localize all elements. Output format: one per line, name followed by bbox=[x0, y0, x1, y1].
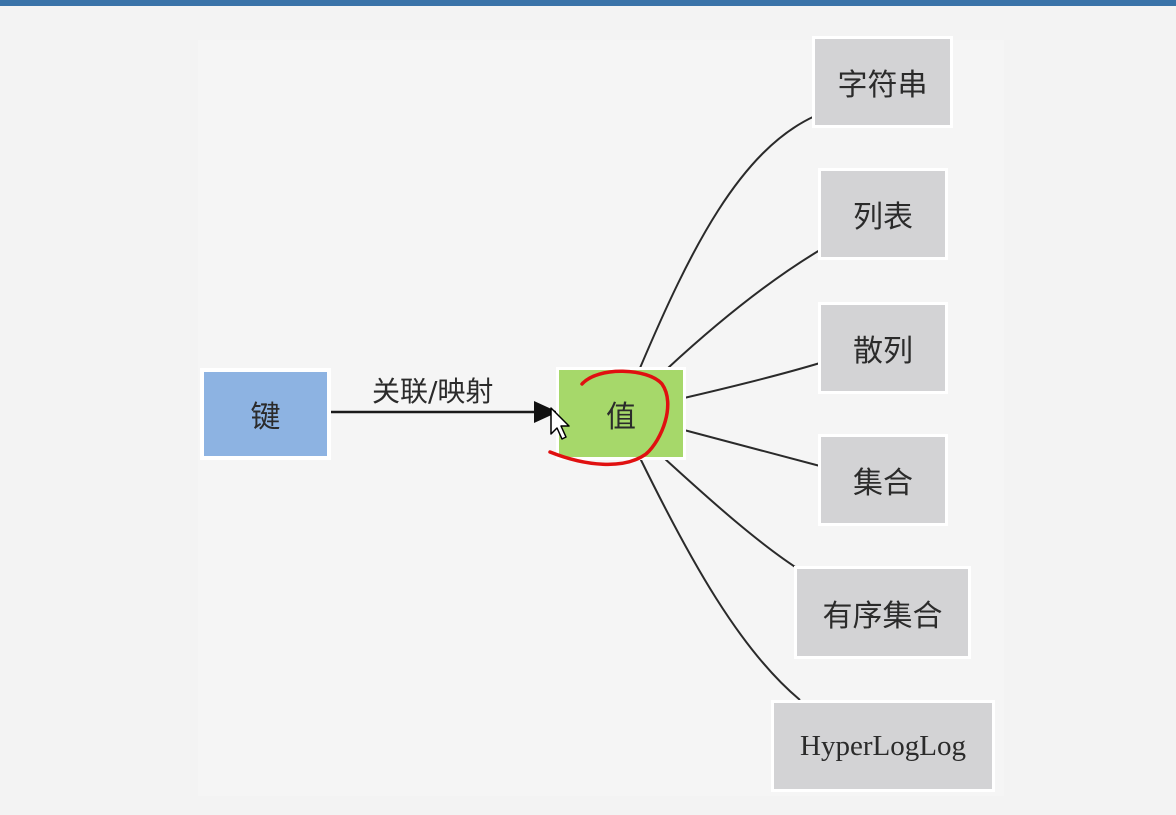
edge-to-hyperloglog bbox=[639, 457, 801, 701]
window-top-bar bbox=[0, 0, 1176, 6]
edge-to-set bbox=[683, 429, 821, 467]
edge-to-list bbox=[667, 249, 821, 369]
type-node-label: 集合 bbox=[853, 466, 913, 501]
key-node: 键 bbox=[200, 368, 331, 460]
type-node-hash: 散列 bbox=[818, 302, 948, 394]
type-node-label: 列表 bbox=[853, 200, 913, 235]
edge-to-hash bbox=[683, 362, 821, 399]
type-node-list: 列表 bbox=[818, 168, 948, 260]
red-circle-annotation bbox=[548, 369, 670, 467]
key-node-label: 键 bbox=[250, 400, 281, 435]
type-node-label: 散列 bbox=[853, 334, 913, 369]
type-node-set: 集合 bbox=[818, 434, 948, 526]
type-node-label: HyperLogLog bbox=[800, 729, 966, 762]
edge-to-zset bbox=[663, 457, 804, 573]
edge-to-string bbox=[639, 115, 816, 369]
value-node-label: 值 bbox=[606, 399, 636, 435]
edge-label-mapping: 关联/映射 bbox=[372, 375, 494, 408]
type-node-hyperloglog: HyperLogLog bbox=[771, 700, 995, 792]
type-node-label: 有序集合 bbox=[822, 598, 943, 634]
type-node-sorted-set: 有序集合 bbox=[794, 566, 971, 659]
mouse-cursor-icon bbox=[550, 407, 570, 440]
type-node-label: 字符串 bbox=[837, 68, 928, 103]
arrow-head bbox=[534, 401, 558, 423]
type-node-string: 字符串 bbox=[812, 36, 953, 128]
